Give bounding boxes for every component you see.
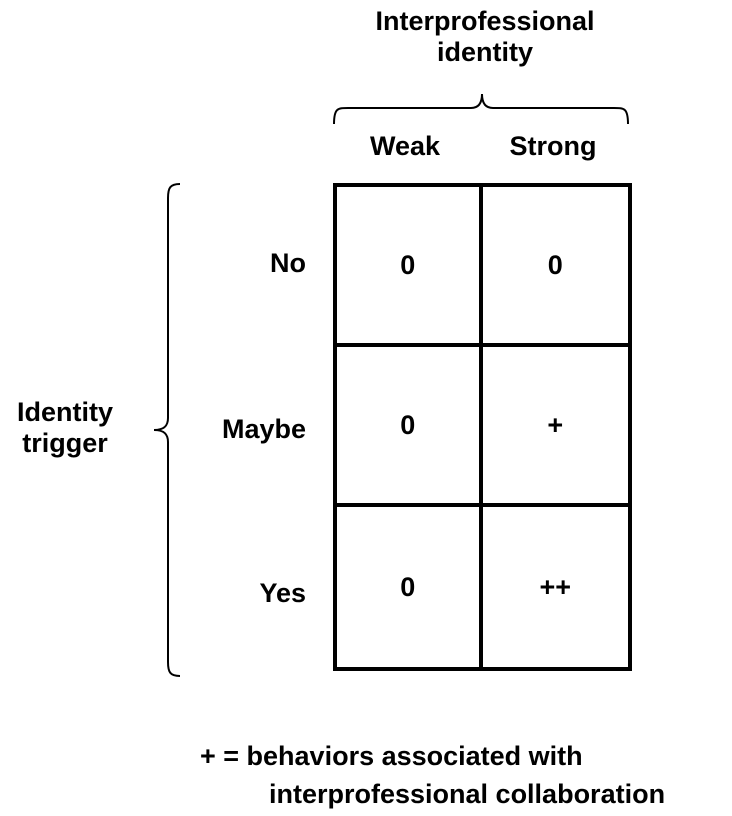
row-header-maybe: Maybe (221, 414, 306, 444)
column-axis-title-line1: Interprofessional (375, 6, 595, 36)
cell-maybe-weak: 0 (337, 347, 483, 507)
cell-no-strong: 0 (482, 187, 628, 347)
matrix-grid: 0 0 0 + 0 ++ (333, 183, 632, 671)
row-axis-title-line2: trigger (22, 428, 108, 459)
cell-maybe-strong: + (482, 347, 628, 507)
column-axis-title: Interprofessional identity (300, 6, 670, 68)
cell-no-weak: 0 (337, 187, 483, 347)
row-axis-title: Identity trigger (0, 397, 130, 459)
row-axis-brace (153, 183, 181, 677)
column-axis-brace (333, 93, 629, 125)
column-axis-title-line2: identity (436, 37, 533, 68)
row-axis-title-line1: Identity (16, 397, 113, 427)
legend-line1: + = behaviors associated with (200, 741, 583, 771)
legend-line2: interprofessional collaboration (269, 779, 666, 809)
column-header-weak: Weak (369, 131, 441, 161)
column-header-strong: Strong (509, 131, 597, 161)
row-header-no: No (270, 248, 306, 278)
row-header-yes: Yes (259, 578, 306, 608)
cell-yes-weak: 0 (337, 507, 483, 667)
legend: + = behaviors associated with interprofe… (200, 737, 730, 813)
cell-yes-strong: ++ (539, 571, 572, 602)
